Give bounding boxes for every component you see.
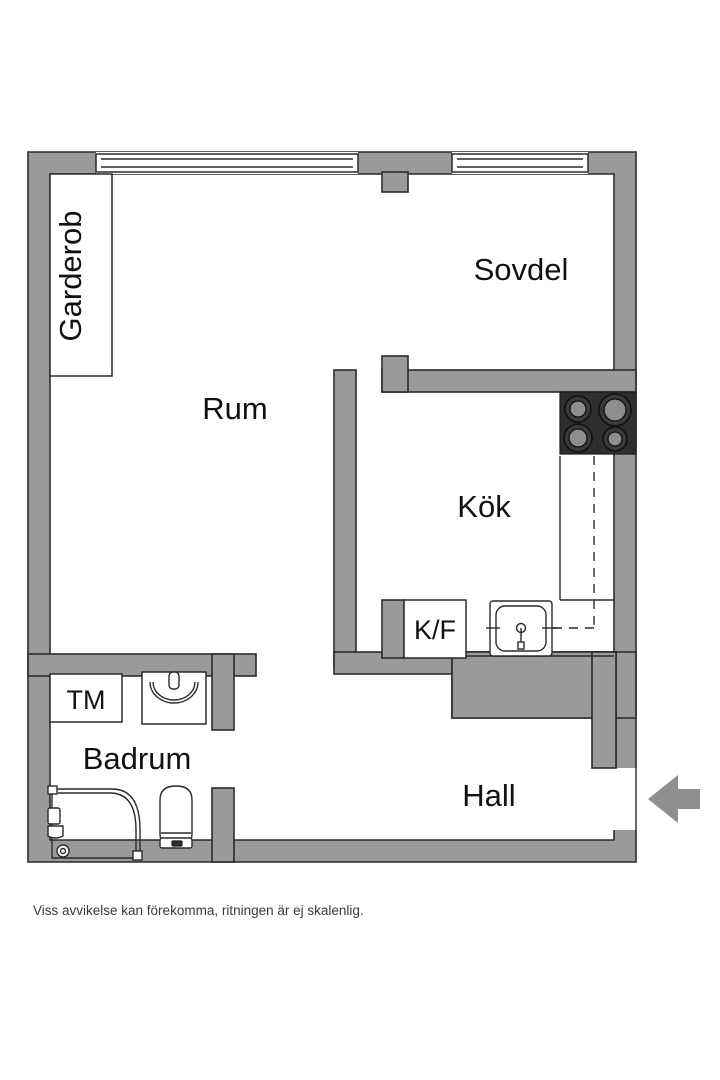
garderob-label: Garderob [53,211,88,342]
footnote: Viss avvikelse kan förekomma, ritningen … [33,903,533,918]
badrum-label: Badrum [83,741,192,776]
wall-sovdel-kok [381,369,637,393]
toilet-icon [159,785,193,849]
garderob-outline [49,173,113,377]
room-garderob: Garderob [49,173,113,377]
wall-sovdel-kok-endcap [381,355,409,393]
kok-label: Kök [457,489,511,524]
wall-badrum-hall [211,787,235,863]
wall-stub-kf [381,599,405,659]
kf-box: K/F [403,599,467,659]
wall-nub-top [381,171,409,193]
window-right [451,152,589,174]
kf-label: K/F [414,615,456,645]
tm-label: TM [67,685,106,715]
tm-box: TM [49,673,123,723]
wall-block-hall-column [591,651,617,769]
wall-badrum-alcove [211,653,235,731]
footnote-text: Viss avvikelse kan förekomma, ritningen … [33,903,364,918]
bathroom-sink-icon [141,671,207,725]
hall-label: Hall [462,778,515,813]
stove-icon [559,391,637,455]
wall-rum-kok [333,369,357,667]
rum-label: Rum [202,391,267,426]
shower-icon [47,785,143,861]
sovdel-label: Sovdel [474,252,569,287]
interior-walls-group [27,171,637,863]
window-left [95,152,359,174]
entrance-door-gap [612,768,638,830]
kitchen-sink-icon [486,600,558,657]
tm-outline [49,673,123,723]
entrance-arrow [648,775,700,823]
outer-walls-group [27,151,638,863]
kf-outline [403,599,467,659]
